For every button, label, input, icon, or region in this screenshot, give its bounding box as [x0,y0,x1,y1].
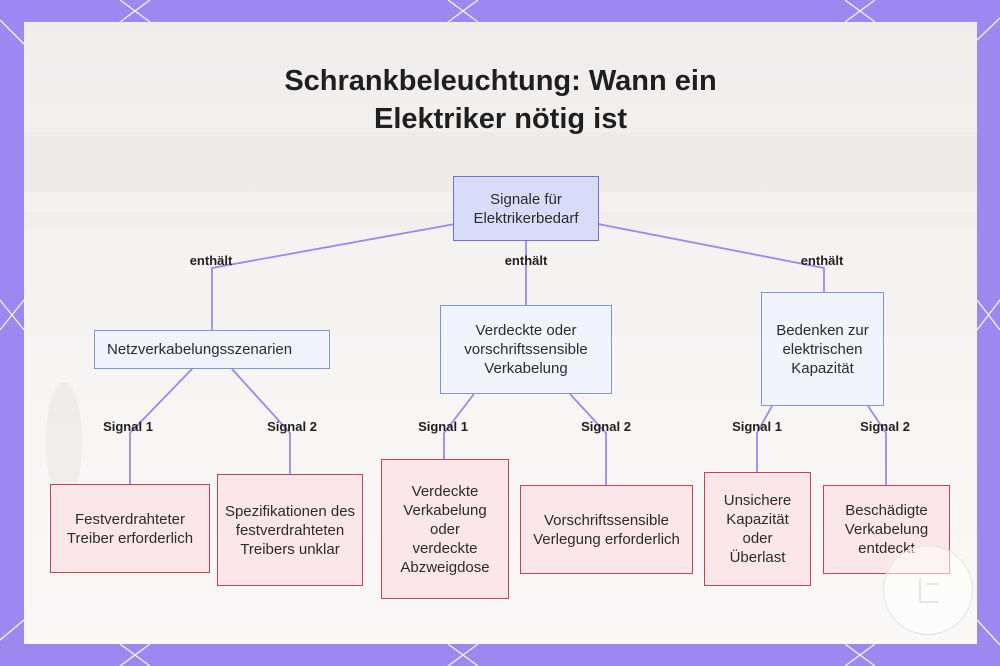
node-root-label: Signale für Elektrikerbedarf [473,190,579,227]
node-leaf-2: Spezifikationen des festverdrahteten Tre… [217,474,363,586]
edge-label-signal-2a: Signal 1 [418,419,468,434]
node-mid-1: Netzverkabelungsszenarien [94,330,330,369]
diagram-title: Schrankbeleuchtung: Wann ein Elektriker … [24,62,977,138]
node-leaf-5-label: Unsichere Kapazität oder Überlast [723,492,792,566]
edge-label-signal-1a: Signal 1 [103,419,153,434]
node-mid-3: Bedenken zur elektrischen Kapazität [761,292,884,406]
watermark-logo-icon [883,545,973,635]
edge-label-signal-3b: Signal 2 [860,419,910,434]
edge-label-signal-3a: Signal 1 [732,419,782,434]
node-mid-2: Verdeckte oder vorschriftssensible Verka… [440,305,612,394]
node-root: Signale für Elektrikerbedarf [453,176,599,241]
node-leaf-3-label: Verdeckte Verkabelung oder verdeckte Abz… [400,482,490,576]
node-leaf-4: Vorschriftssensible Verlegung erforderli… [520,485,693,574]
edge-root-mid1 [211,223,456,330]
node-mid-1-label: Netzverkabelungsszenarien [107,341,293,358]
node-leaf-1-label: Festverdrahteter Treiber erforderlich [66,510,194,547]
edge-label-signal-2b: Signal 2 [581,419,631,434]
edge-mid2-leaf3 [443,393,475,459]
title-line-2: Elektriker nötig ist [373,103,627,135]
node-leaf-4-label: Vorschriftssensible Verlegung erforderli… [533,511,680,548]
node-leaf-5: Unsichere Kapazität oder Überlast [704,472,811,586]
edge-root-mid3 [597,223,825,292]
node-mid-2-label: Verdeckte oder vorschriftssensible Verka… [464,322,588,377]
edge-label-contains-1: enthält [189,253,233,268]
edge-mid1-leaf2 [231,368,291,474]
node-leaf-3: Verdeckte Verkabelung oder verdeckte Abz… [381,459,509,599]
edge-label-contains-3: enthält [800,253,844,268]
edge-label-signal-1b: Signal 2 [267,419,317,434]
title-line-1: Schrankbeleuchtung: Wann ein [284,65,717,97]
node-mid-3-label: Bedenken zur elektrischen Kapazität [776,321,869,377]
node-leaf-1: Festverdrahteter Treiber erforderlich [50,484,210,573]
edge-mid3-leaf6 [867,405,887,485]
edge-label-contains-2: enthält [504,253,548,268]
node-leaf-2-label: Spezifikationen des festverdrahteten Tre… [224,502,356,558]
edge-mid1-leaf1 [129,368,193,484]
edge-mid3-leaf5 [756,405,773,472]
edge-mid2-leaf4 [569,393,607,485]
